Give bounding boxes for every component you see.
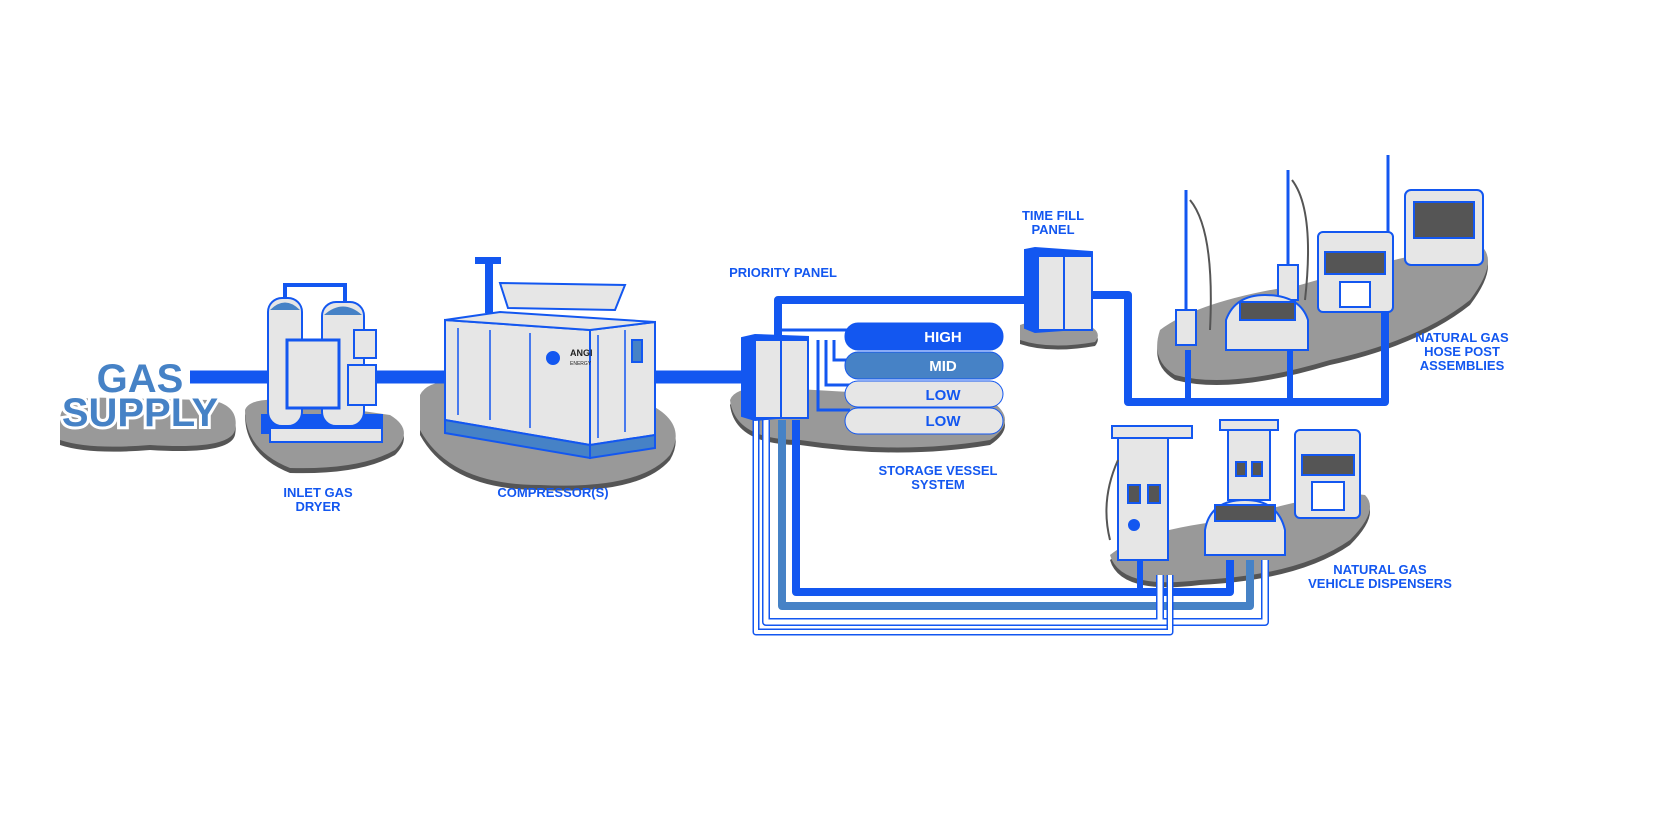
- tank-label: LOW: [926, 387, 962, 404]
- tank-label: HIGH: [924, 329, 962, 346]
- tank-label: MID: [929, 358, 957, 375]
- time-fill-panel: [1024, 246, 1093, 334]
- dispensers-label-line1: NATURAL GAS: [1333, 562, 1427, 577]
- dispensers-label-line2: VEHICLE DISPENSERS: [1308, 576, 1452, 591]
- compressor: ANGI ENERGY: [444, 257, 656, 460]
- vehicle-dispensers: [1105, 419, 1361, 561]
- hose-post-label-line1: NATURAL GAS: [1415, 330, 1509, 345]
- hose-post-label-line3: ASSEMBLIES: [1420, 358, 1505, 373]
- gas-supply-title-line2: SUPPLY: [62, 391, 219, 435]
- hose-post-assemblies: [1175, 155, 1484, 351]
- storage-label-line1: STORAGE VESSEL: [879, 463, 998, 478]
- angi-logo-icon: [546, 351, 560, 365]
- time-fill-label-line1: TIME FILL: [1022, 208, 1084, 223]
- hose-post-label-line2: HOSE POST: [1424, 344, 1500, 359]
- priority-panel-label: PRIORITY PANEL: [729, 265, 837, 280]
- tank-label: LOW: [926, 413, 962, 430]
- inlet-gas-dryer: [261, 283, 383, 443]
- brand-sub: ENERGY: [570, 361, 592, 367]
- storage-vessel-system: HIGH MID LOW LOW: [844, 322, 1004, 435]
- compressor-label: COMPRESSOR(S): [497, 485, 608, 500]
- storage-label-line2: SYSTEM: [911, 477, 964, 492]
- tank-low-1: [844, 380, 1004, 408]
- tank-high: [844, 322, 1004, 351]
- dryer-label-line1: INLET GAS: [283, 485, 353, 500]
- brand-name: ANGI: [570, 348, 593, 358]
- tank-mid: [844, 351, 1004, 380]
- tank-low-2: [844, 407, 1004, 435]
- gas-supply-title-line1: GAS: [97, 357, 184, 401]
- priority-panel: [741, 328, 850, 422]
- time-fill-label-line2: PANEL: [1031, 222, 1074, 237]
- dryer-label-line2: DRYER: [295, 499, 341, 514]
